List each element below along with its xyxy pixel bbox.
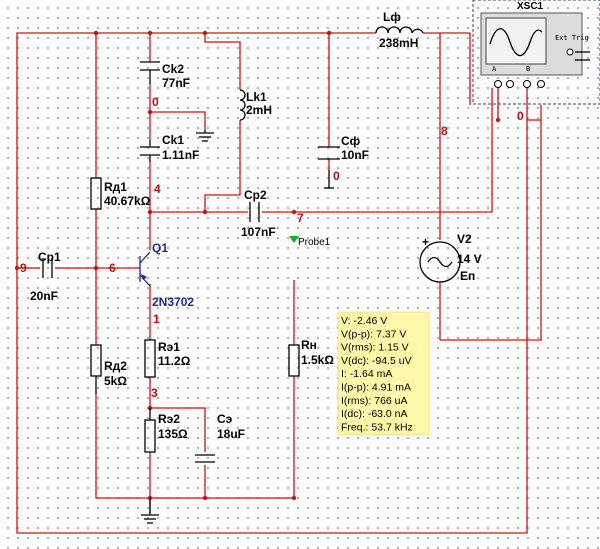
node-label-0: 0 (152, 95, 159, 109)
probe-reading: V(rms): 1.15 V (341, 342, 409, 354)
v2-name: V2 (457, 232, 472, 246)
node-label-6: 6 (109, 261, 116, 275)
inductor-lk1[interactable]: Lk1 2mH (239, 89, 272, 121)
cp1-value: 20nF (30, 289, 58, 303)
capacitor-cf[interactable]: Cф 10nF (318, 134, 369, 162)
node-labels: 0 0 0 1 3 4 6 7 8 9 (20, 95, 524, 400)
ce-value: 18uF (217, 427, 245, 441)
capacitor-ck1[interactable]: Ck1 1.11nF (140, 133, 199, 162)
probe-reading: Freq.: 53.7 kHz (341, 421, 413, 433)
ck1-name: Ck1 (162, 133, 184, 147)
inductor-lf[interactable]: Lф 238mH (375, 10, 424, 50)
ground-icon (324, 170, 334, 189)
resistor-rd2[interactable]: Rд2 5kΩ (90, 344, 127, 394)
probe-reading: I(dc): -63.0 nA (341, 408, 408, 420)
junctions (14, 30, 501, 501)
rd2-name: Rд2 (104, 359, 127, 373)
oscilloscope-xsc1[interactable]: XSC1 Ext Trig A B (472, 0, 600, 105)
probe-reading: I(p-p): 4.91 mA (341, 382, 411, 394)
scope-channel-a: A (492, 65, 497, 73)
rd1-value: 40.67kΩ (104, 194, 151, 208)
lf-value: 238mH (379, 36, 418, 50)
re1-name: Rэ1 (158, 340, 180, 354)
node-label-7: 7 (297, 211, 304, 225)
capacitor-ce[interactable]: Cэ 18uF (195, 412, 245, 463)
q1-model: 2N3702 (152, 295, 194, 309)
resistor-rd1[interactable]: Rд1 40.67kΩ (90, 177, 151, 210)
resistor-rn[interactable]: Rн 1.5kΩ (288, 338, 334, 377)
node-label-8: 8 (441, 124, 448, 138)
node-label-4: 4 (154, 182, 161, 196)
node-label-9: 9 (20, 261, 27, 275)
ground-icon (196, 130, 214, 142)
probe-reading: V(p-p): 7.37 V (341, 328, 406, 340)
ck2-name: Ck2 (162, 62, 184, 76)
capacitor-ck2[interactable]: Ck2 77nF (140, 61, 190, 90)
node-label-1: 1 (153, 312, 160, 326)
ck1-value: 1.11nF (162, 148, 199, 162)
rn-name: Rн (301, 338, 317, 352)
rd1-name: Rд1 (104, 180, 127, 194)
transistor-q1[interactable]: Q1 2N3702 (139, 241, 194, 309)
probe-reading: V: -2.46 V (341, 315, 387, 327)
resistor-re1[interactable]: Rэ1 11.2Ω (144, 339, 191, 378)
node-label-0: 0 (517, 109, 524, 123)
resistor-re2[interactable]: Rэ2 135Ω (144, 408, 188, 453)
probe-arrow-icon (289, 236, 299, 243)
rn-value: 1.5kΩ (301, 353, 334, 367)
probe-reading: I: -1.64 mA (341, 368, 392, 380)
capacitor-cp1[interactable]: Cp1 20nF (30, 250, 61, 303)
scope-ext-trig: Ext Trig (555, 34, 589, 42)
lf-name: Lф (383, 10, 401, 24)
cp2-value: 107nF (241, 225, 276, 239)
v2-plus: + (422, 235, 429, 249)
scope-channel-b: B (526, 65, 530, 73)
lk1-value: 2mH (246, 103, 272, 117)
cf-value: 10nF (341, 148, 369, 162)
q1-name: Q1 (152, 241, 168, 255)
voltage-source-v2[interactable]: V2 14 V Eп + (419, 232, 482, 283)
rd2-value: 5kΩ (104, 374, 127, 388)
v2-value: 14 V (457, 252, 482, 266)
node-label-3: 3 (151, 386, 158, 400)
lk1-name: Lk1 (246, 90, 267, 104)
cp1-name: Cp1 (38, 250, 61, 264)
cf-name: Cф (341, 134, 361, 148)
probe1[interactable]: Probe1 V: -2.46 VV(p-p): 7.37 V V(rms): 1… (289, 236, 430, 436)
cp2-name: Cp2 (244, 188, 267, 202)
probe-reading: I(rms): 766 uA (341, 395, 408, 407)
wires (16, 32, 542, 534)
v2-label: Eп (460, 269, 475, 283)
re1-value: 11.2Ω (158, 354, 191, 368)
ck2-value: 77nF (162, 76, 190, 90)
ce-name: Cэ (217, 412, 233, 426)
node-label-0: 0 (333, 169, 340, 183)
scope-name: XSC1 (517, 1, 544, 12)
capacitor-cp2[interactable]: Cp2 107nF (241, 188, 276, 239)
probe-readings: V: -2.46 VV(p-p): 7.37 V V(rms): 1.15 VV(… (341, 315, 413, 433)
probe-reading: V(dc): -94.5 uV (341, 355, 412, 367)
re2-name: Rэ2 (158, 412, 180, 426)
re2-value: 135Ω (158, 427, 188, 441)
probe-name: Probe1 (298, 237, 331, 248)
ground-icon (141, 498, 159, 524)
